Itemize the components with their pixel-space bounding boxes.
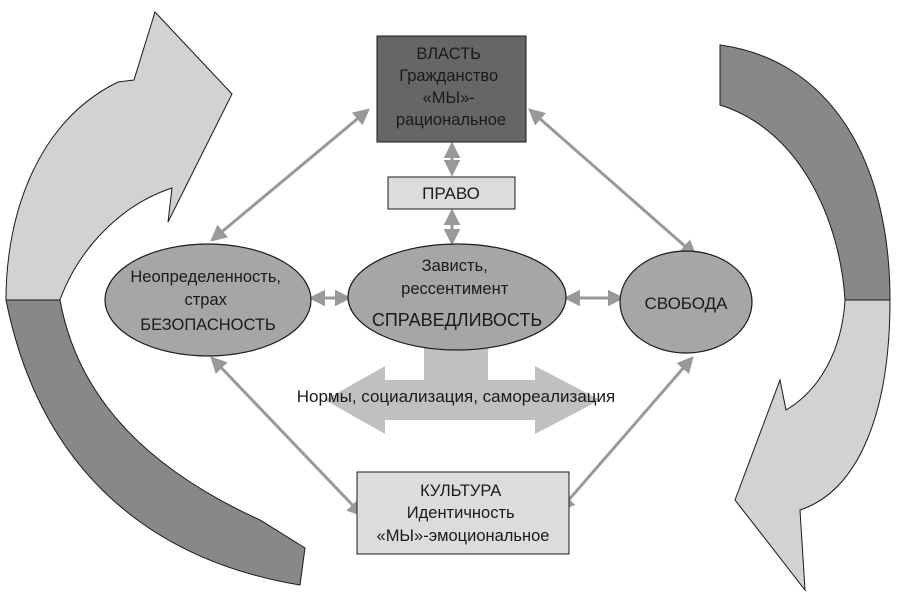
svg-text:Зависть, рессентимент: Зависть, рессентимент СПРАВЕДЛИВОСТЬ <box>372 257 542 330</box>
kultura-line-3: «МЫ»-эмоциональное <box>377 527 550 545</box>
connector-bezopasnost-kultura <box>210 356 364 517</box>
vlast-line-2: Гражданство <box>399 67 498 85</box>
spravedlivost-line-3: СПРАВЕДЛИВОСТЬ <box>372 310 542 330</box>
spravedlivost-line-1: Зависть, <box>422 257 488 275</box>
vlast-line-1: ВЛАСТЬ <box>416 45 481 63</box>
bezopasnost-line-3: БЕЗОПАСНОСТЬ <box>140 316 276 334</box>
right-cycle-arrow <box>719 44 891 592</box>
right-cycle-arrow-tail <box>734 299 891 592</box>
connector-vlast-svoboda <box>528 108 697 257</box>
kultura-line-1: КУЛЬТУРА <box>420 482 501 500</box>
connector-svoboda-kultura <box>558 356 694 512</box>
node-kultura: КУЛЬТУРА Идентичность «МЫ»-эмоциональное <box>356 471 570 555</box>
bezopasnost-line-1: Неопределенность, <box>130 268 281 286</box>
node-spravedlivost: Зависть, рессентимент СПРАВЕДЛИВОСТЬ <box>347 243 567 351</box>
node-bezopasnost: Неопределенность, страх БЕЗОПАСНОСТЬ <box>104 243 312 357</box>
node-svoboda: СВОБОДА <box>619 250 753 354</box>
svoboda-label: СВОБОДА <box>645 294 729 313</box>
pravo-label: ПРАВО <box>422 184 480 203</box>
kultura-line-2: Идентичность <box>407 504 515 522</box>
bezopasnost-line-2: страх <box>184 291 227 309</box>
right-cycle-arrow-head <box>719 44 891 301</box>
connectors <box>210 108 697 517</box>
connector-vlast-bezopasnost <box>210 108 370 242</box>
spravedlivost-line-2: рессентимент <box>401 280 509 298</box>
svg-text:КУЛЬТУРА Идентичность: КУЛЬТУРА Идентичность «МЫ»-эмоциональное <box>377 482 550 545</box>
norms-label: Нормы, социализация, самореализация <box>297 387 615 406</box>
left-cycle-arrow-head <box>5 11 233 301</box>
svg-text:Неопределенность, страх: Неопределенность, страх БЕЗОПАСНОСТЬ <box>130 268 285 334</box>
svg-text:ВЛАСТЬ Гражданство: ВЛАСТЬ Гражданство «МЫ»- рациональное <box>396 45 506 129</box>
node-pravo: ПРАВО <box>387 176 516 210</box>
vlast-line-4: рациональное <box>396 111 506 129</box>
norms-double-arrow <box>325 340 600 434</box>
node-vlast: ВЛАСТЬ Гражданство «МЫ»- рациональное <box>376 35 527 143</box>
vlast-line-3: «МЫ»- <box>423 89 475 107</box>
